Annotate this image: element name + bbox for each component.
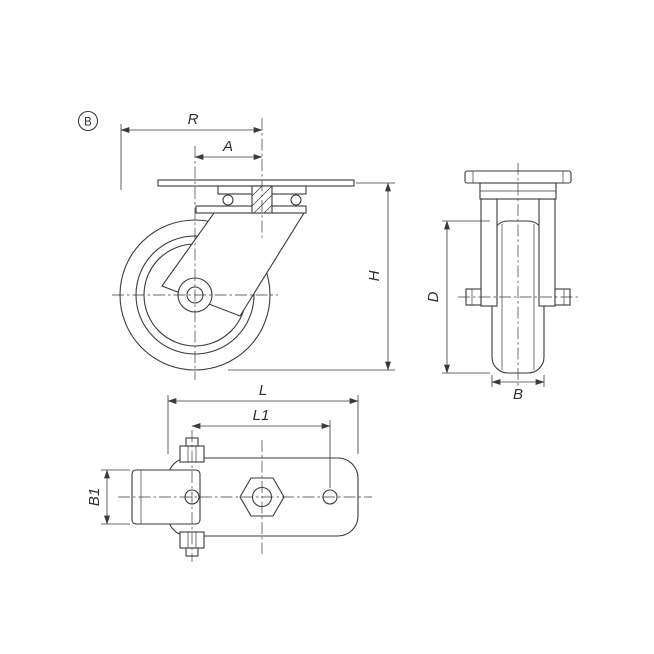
dim-R-label: R (188, 111, 199, 128)
dim-D-label: D (425, 291, 442, 302)
view-label-text: B (84, 117, 92, 129)
bearing-ball-right (290, 194, 302, 206)
dimension-B1: B1 (86, 469, 130, 525)
dimension-R: R (120, 111, 263, 190)
dim-A-label: A (222, 138, 233, 155)
mounting-plate (157, 179, 355, 187)
dim-L1-label: L1 (253, 407, 270, 424)
dim-L-label: L (259, 382, 267, 399)
view-label-circle (77, 110, 99, 132)
top-view: L L1 B1 (86, 382, 372, 562)
view-label-badge: B (77, 110, 99, 132)
side-view: R A H (112, 111, 395, 380)
front-fork-leg-left (480, 198, 498, 307)
dimension-B: B (491, 375, 545, 403)
dimension-H: H (228, 182, 395, 371)
dim-B1-label: B1 (86, 488, 103, 506)
dimension-L: L (167, 382, 359, 454)
dim-B-label: B (513, 386, 523, 403)
dim-H-label: H (366, 270, 383, 281)
front-view: D B (425, 163, 578, 403)
bearing-ball-left (222, 194, 234, 206)
fork-top-plate (195, 205, 307, 214)
dimension-D: D (425, 220, 490, 374)
dimension-L1: L1 (191, 407, 331, 488)
dimension-A: A (194, 138, 263, 160)
front-fork-leg-right (538, 198, 556, 307)
